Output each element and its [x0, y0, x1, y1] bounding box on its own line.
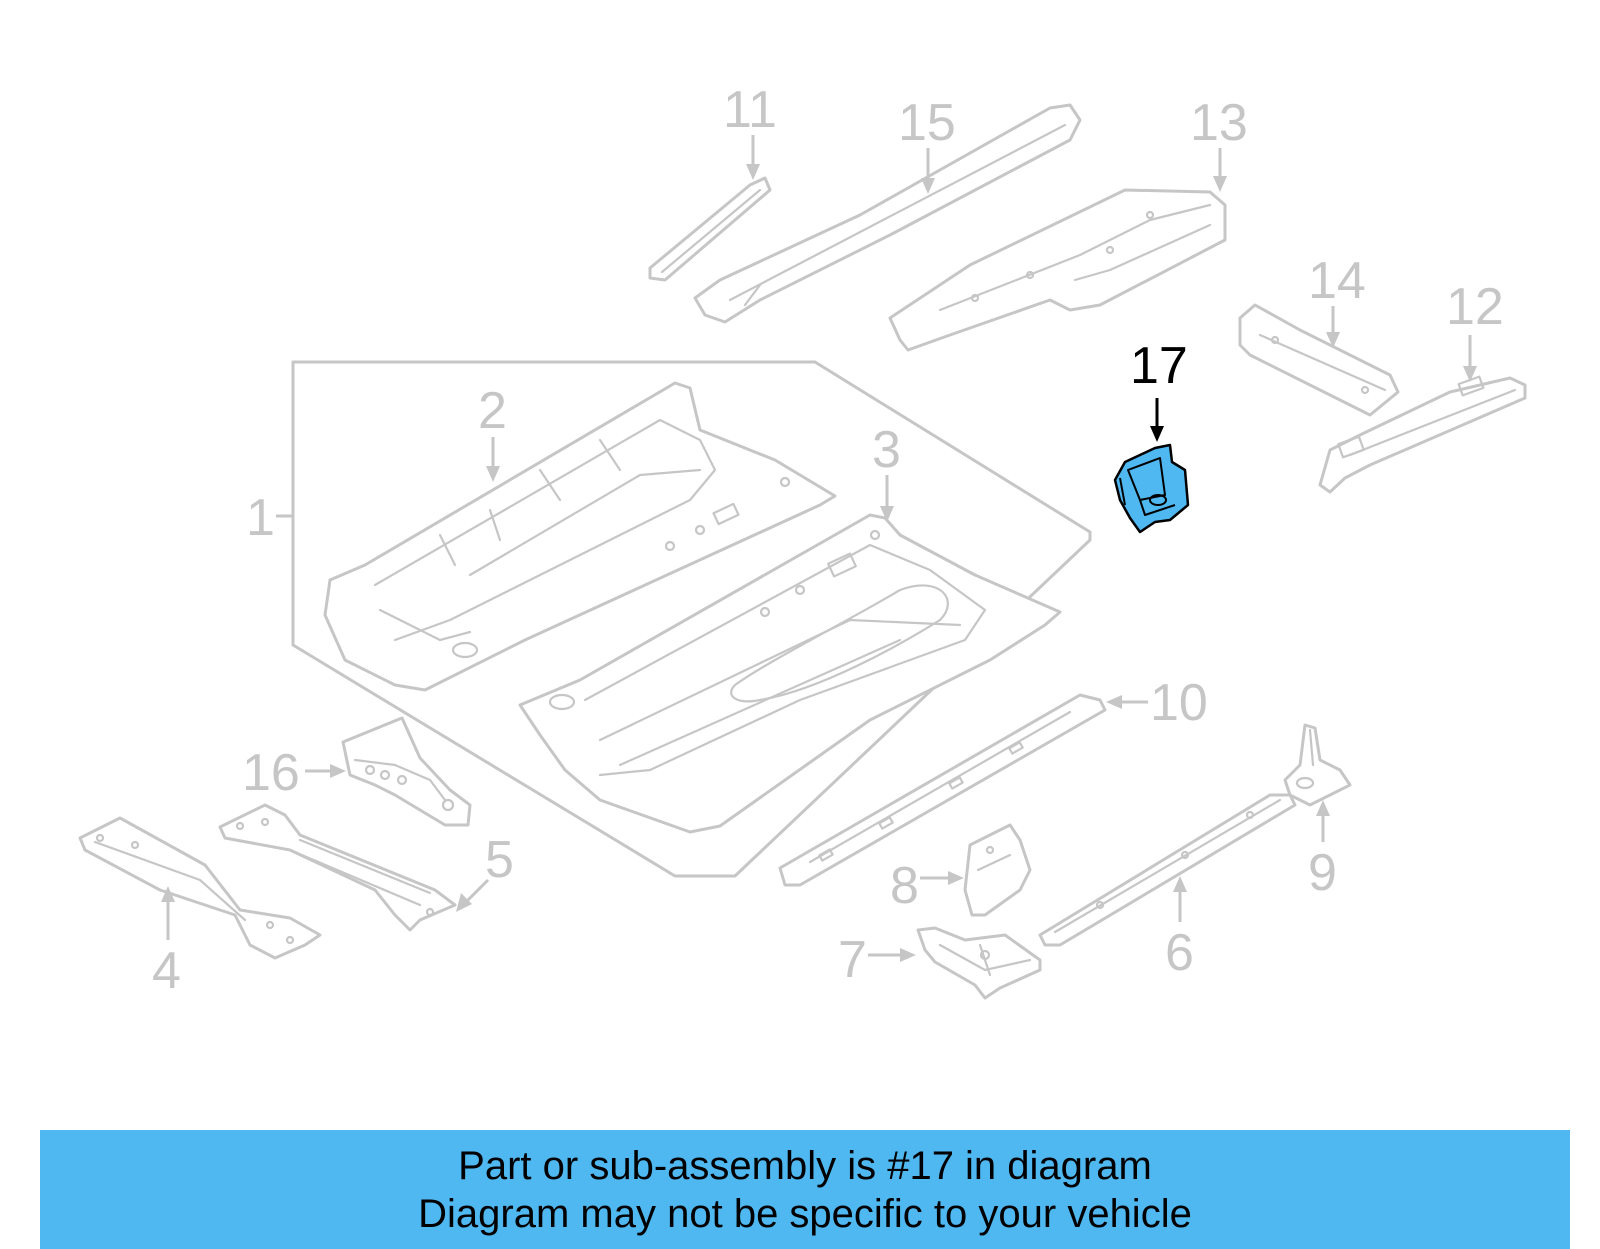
svg-text:2: 2 — [478, 382, 507, 440]
part-5-crossmember — [218, 803, 457, 932]
part-3-rear-floor-pan — [518, 513, 1062, 834]
part-14-bracket-rail — [1238, 303, 1400, 417]
svg-text:7: 7 — [838, 931, 867, 989]
part-16-bracket — [341, 716, 472, 827]
callout-14: 14 — [1308, 252, 1366, 348]
svg-text:17: 17 — [1130, 337, 1188, 395]
svg-text:8: 8 — [890, 857, 919, 915]
svg-text:10: 10 — [1150, 674, 1208, 732]
part-17-highlighted-bracket — [1113, 443, 1190, 534]
svg-text:14: 14 — [1308, 252, 1366, 310]
svg-text:3: 3 — [872, 421, 901, 479]
info-banner: Part or sub-assembly is #17 in diagram D… — [40, 1130, 1570, 1249]
callout-4: 4 — [152, 886, 181, 1000]
svg-text:16: 16 — [242, 744, 300, 802]
callout-9: 9 — [1308, 800, 1337, 902]
callout-5: 5 — [456, 831, 514, 912]
svg-text:1: 1 — [246, 489, 275, 547]
callout-8: 8 — [890, 857, 964, 915]
svg-text:5: 5 — [485, 831, 514, 889]
callout-12: 12 — [1446, 278, 1504, 382]
part-8-bracket — [963, 823, 1032, 917]
callout-1: 1 — [246, 489, 293, 547]
callout-16: 16 — [242, 744, 346, 802]
svg-text:11: 11 — [723, 81, 777, 139]
svg-text:13: 13 — [1190, 94, 1248, 152]
callout-15: 15 — [898, 94, 956, 194]
callout-2: 2 — [478, 382, 507, 482]
part-13-rail — [888, 188, 1227, 352]
svg-text:6: 6 — [1165, 924, 1194, 982]
part-12-crossmember — [1318, 375, 1527, 494]
part-4-crossmember — [78, 816, 322, 960]
part-15-sill-rail — [693, 103, 1082, 324]
part-9-bracket — [1283, 723, 1352, 807]
callout-7: 7 — [838, 931, 916, 989]
part-2-front-floor-pan — [323, 381, 837, 692]
svg-text:4: 4 — [152, 942, 181, 1000]
part-11-rail — [648, 176, 772, 282]
callout-17: 17 — [1130, 337, 1188, 442]
callout-13: 13 — [1190, 94, 1248, 192]
svg-text:9: 9 — [1308, 844, 1337, 902]
svg-text:12: 12 — [1446, 278, 1504, 336]
banner-line-1: Part or sub-assembly is #17 in diagram — [458, 1144, 1152, 1188]
callout-10: 10 — [1106, 674, 1208, 732]
svg-text:15: 15 — [898, 94, 956, 152]
part-7-bracket — [916, 926, 1042, 1000]
callout-6: 6 — [1165, 876, 1194, 982]
callout-3: 3 — [872, 421, 901, 522]
banner-line-2: Diagram may not be specific to your vehi… — [418, 1192, 1192, 1236]
callout-11: 11 — [723, 81, 777, 180]
part-6-rocker-panel — [1038, 793, 1297, 947]
part-10-rocker-reinforcement — [778, 693, 1107, 887]
